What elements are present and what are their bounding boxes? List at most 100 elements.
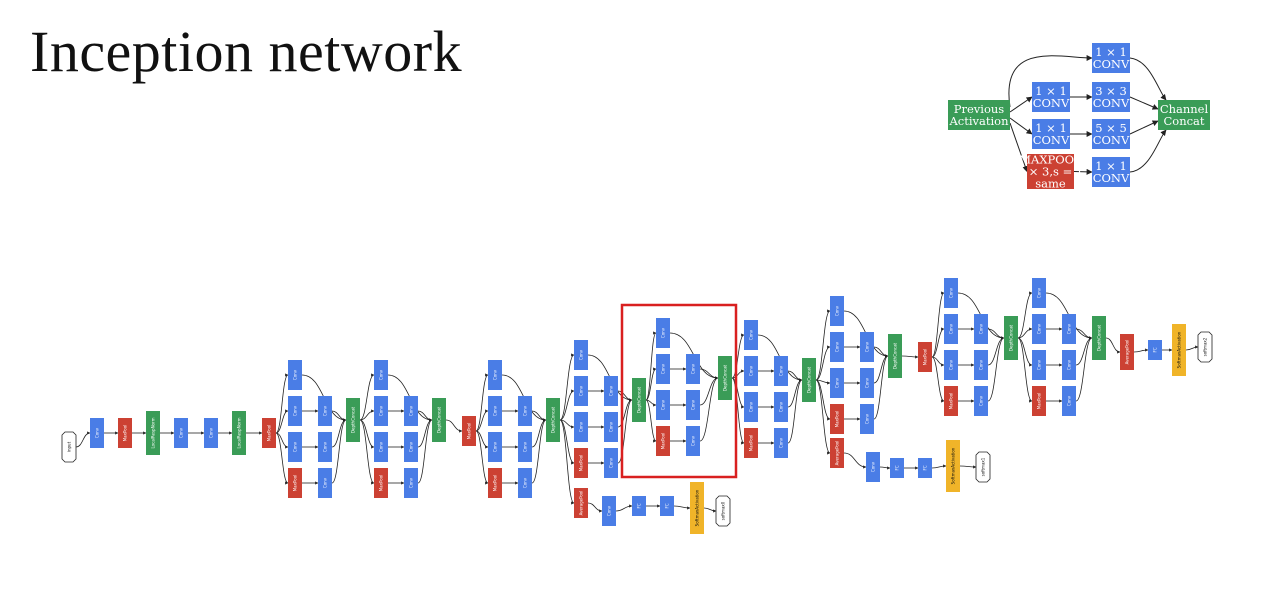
network-node-m8a3: Conv [1032, 350, 1046, 380]
network-edge [815, 379, 831, 455]
network-node-label: MaxPool [748, 435, 753, 452]
network-node-label: FC [1152, 347, 1157, 352]
module-node-label: MAXPOOL [1019, 153, 1082, 167]
network-node-m1a2: Conv [374, 396, 388, 426]
network-node-m3b1: Conv [604, 376, 618, 406]
network-node-label: Conv [978, 395, 983, 406]
network-node-label: Conv [1036, 359, 1041, 370]
network-node-l2: LocalRespNorm [232, 411, 246, 455]
network-edge [445, 419, 463, 433]
network-node-m1a3: Conv [374, 432, 388, 462]
network-node-m0a4: MaxPool [288, 468, 302, 498]
network-node-m3a2: Conv [574, 376, 588, 406]
network-edge [1017, 291, 1033, 339]
network-node-m5b2: Conv [774, 392, 788, 422]
network-node-aux1p: AveragePool [830, 438, 844, 468]
network-edge [645, 367, 657, 401]
network-node-label: MaxPool [834, 411, 839, 428]
network-node-m6b3: Conv [860, 404, 874, 434]
network-node-m4a4: MaxPool [656, 426, 670, 456]
network-node-label: FC [664, 503, 669, 508]
network-node-m2a1: Conv [488, 360, 502, 390]
network-edge [1075, 328, 1093, 340]
network-node-label: Conv [408, 441, 413, 452]
page-title: Inception network [30, 19, 463, 84]
network-edge [931, 356, 945, 367]
network-node-label: SoftmaxActivation [694, 489, 699, 526]
network-node-label: Conv [978, 359, 983, 370]
network-edge [731, 369, 745, 379]
network-node-label: softmax0 [720, 501, 725, 520]
network-node-label: DepthConcat [806, 366, 811, 393]
module-edges [1008, 54, 1167, 175]
network-edge [559, 353, 575, 421]
network-node-m3a3: Conv [574, 412, 588, 442]
network-node-label: Conv [492, 441, 497, 452]
module-node-label: 5 × 5 [1095, 121, 1127, 135]
network-node-label: FC [894, 465, 899, 470]
network-edge [1185, 345, 1199, 351]
module-node-label: 1 × 1 [1035, 121, 1067, 135]
network-node-m0a1: Conv [288, 360, 302, 390]
network-node-label: softmax1 [980, 457, 985, 476]
network-edge [475, 373, 489, 432]
network-node-label: Conv [322, 405, 327, 416]
module-node-label: CONV [1093, 57, 1130, 71]
network-node-label: Conv [292, 369, 297, 380]
network-node-c3: Conv [204, 418, 218, 448]
network-edge [815, 309, 831, 381]
network-node-m3b3: Conv [604, 448, 618, 478]
network-node-m5a3: Conv [744, 392, 758, 422]
network-node-label: MaxPool [660, 433, 665, 450]
network-node-label: MaxPool [578, 455, 583, 472]
network-node-m8b3: Conv [1062, 386, 1076, 416]
network-node-label: Conv [1036, 323, 1041, 334]
network-node-m0b3: Conv [318, 468, 332, 498]
network-node-aux1o: softmax1 [975, 451, 991, 483]
network-edge [359, 419, 375, 449]
network-node-m3a1: Conv [574, 340, 588, 370]
network-node-out: softmax2 [1197, 331, 1213, 363]
network-node-label: Conv [522, 405, 527, 416]
module-node-label: 3 × 3,s = 1 [1018, 165, 1083, 179]
network-edge [75, 431, 91, 448]
module-node-label: 1 × 1 [1035, 84, 1067, 98]
network-edge [699, 376, 719, 442]
network-edge [901, 355, 919, 359]
network-node-m6a2: Conv [830, 332, 844, 362]
network-node-m7d: DepthConcat [1004, 316, 1018, 360]
network-node-m3b2: Conv [604, 412, 618, 442]
network-node-label: Conv [778, 437, 783, 448]
network-node-m3d: DepthConcat [632, 378, 646, 422]
network-edge [987, 336, 1005, 402]
network-node-m1b2: Conv [404, 432, 418, 462]
network-node-label: Conv [578, 385, 583, 396]
network-edge [699, 368, 719, 380]
network-edge [931, 464, 947, 469]
network-node-label: Conv [408, 477, 413, 488]
network-edge [587, 502, 603, 513]
network-edge [617, 398, 633, 464]
module-edge [1129, 96, 1159, 110]
network-edge [359, 373, 375, 421]
network-node-m6b1: Conv [860, 332, 874, 362]
network-node-label: Conv [660, 399, 665, 410]
network-edge [1017, 327, 1033, 339]
module-edge [1009, 122, 1029, 173]
network-edge [275, 373, 289, 434]
network-node-m4b2: Conv [686, 390, 700, 420]
network-edge [879, 466, 891, 470]
network-node-label: DepthConcat [892, 342, 897, 369]
module-node-label: Activation [948, 114, 1009, 128]
network-node-p1: MaxPool [118, 418, 132, 448]
network-node-m6a3: Conv [830, 368, 844, 398]
network-node-m2b3: Conv [518, 468, 532, 498]
network-edge [531, 418, 547, 448]
network-node-m6a4: MaxPool [830, 404, 844, 434]
network-node-label: Conv [834, 305, 839, 316]
network-edge [417, 418, 433, 448]
network-node-m6d: DepthConcat [888, 334, 902, 378]
